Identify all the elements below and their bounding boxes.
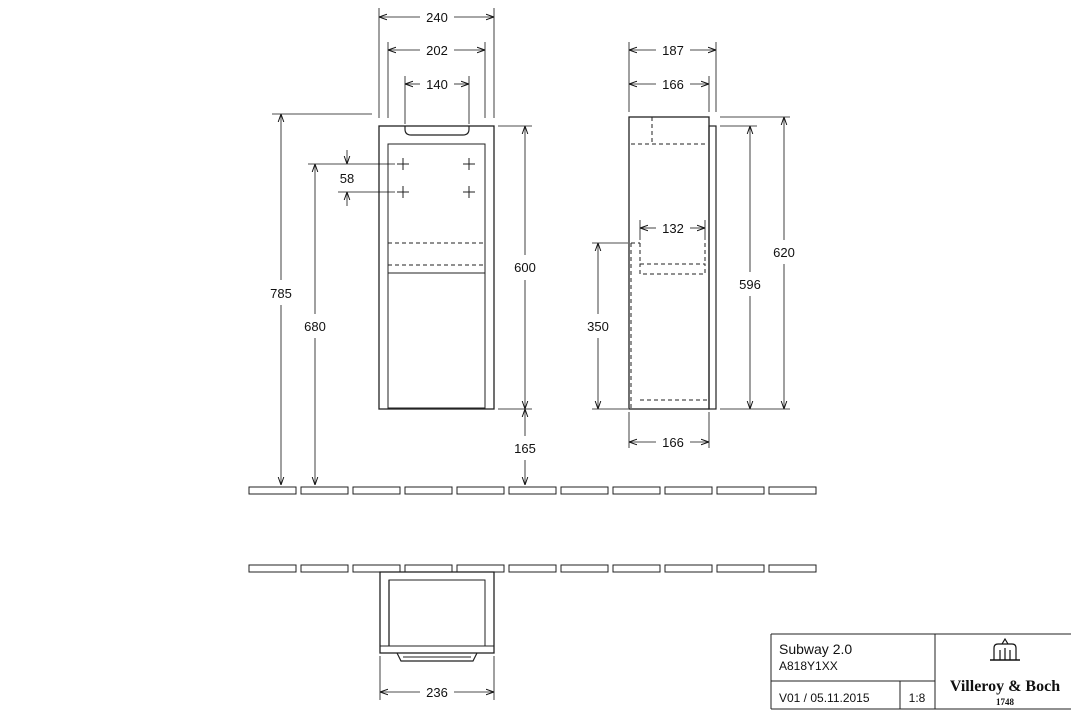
front-view [378, 125, 495, 410]
side-view [628, 116, 717, 410]
side-cabinet-outline [628, 116, 710, 410]
product-name: Subway 2.0 [779, 641, 852, 657]
dim-front-width-outer: 240 [426, 10, 448, 25]
front-handle [404, 126, 470, 136]
brand-name: Villeroy & Boch [950, 678, 1060, 695]
dimension-labels: 240 202 140 785 680 58 600 165 187 166 1… [270, 10, 795, 700]
version-date: V01 / 05.11.2015 [779, 691, 870, 705]
dim-side-shelf-depth: 132 [662, 221, 684, 236]
front-dimensions [272, 8, 532, 485]
plan-view [379, 571, 495, 662]
plan-dimensions [379, 656, 495, 700]
wall-line [248, 564, 817, 573]
front-cabinet-inner [387, 143, 486, 409]
plan-cabinet-inner [388, 579, 486, 647]
dim-front-handle-width: 140 [426, 77, 448, 92]
dim-side-height-outer: 620 [773, 245, 795, 260]
plan-door [379, 645, 495, 654]
article-number: A818Y1XX [779, 659, 838, 673]
dim-front-height-total: 785 [270, 286, 292, 301]
dim-side-height-inner: 596 [739, 277, 761, 292]
side-shelf-dashed [639, 263, 706, 275]
mounting-holes [397, 158, 475, 198]
castle-icon [990, 637, 1020, 661]
dim-front-hole-spacing: 58 [340, 171, 354, 186]
dim-front-floor-clearance: 165 [514, 441, 536, 456]
plan-handle [396, 652, 478, 662]
plan-cabinet-outline [379, 571, 495, 654]
brand-founded: 1748 [996, 697, 1015, 707]
dim-side-depth-inner: 166 [662, 77, 684, 92]
drawing-scale: 1:8 [909, 691, 926, 705]
floor-line [248, 486, 817, 495]
front-shelf-dashed [387, 242, 486, 274]
dim-side-depth-outer: 187 [662, 43, 684, 58]
dim-front-width-inner: 202 [426, 43, 448, 58]
dim-plan-width: 236 [426, 685, 448, 700]
side-dimensions [592, 42, 790, 448]
dim-front-height-mount: 680 [304, 319, 326, 334]
title-block: Subway 2.0 A818Y1XX V01 / 05.11.2015 1:8… [770, 633, 1071, 710]
brand-logo: Villeroy & Boch 1748 [950, 637, 1060, 707]
dim-front-height-body: 600 [514, 260, 536, 275]
dim-side-shelf-height: 350 [587, 319, 609, 334]
dim-side-depth-bottom: 166 [662, 435, 684, 450]
front-cabinet-outline [378, 125, 495, 410]
side-door-panel [708, 125, 717, 410]
